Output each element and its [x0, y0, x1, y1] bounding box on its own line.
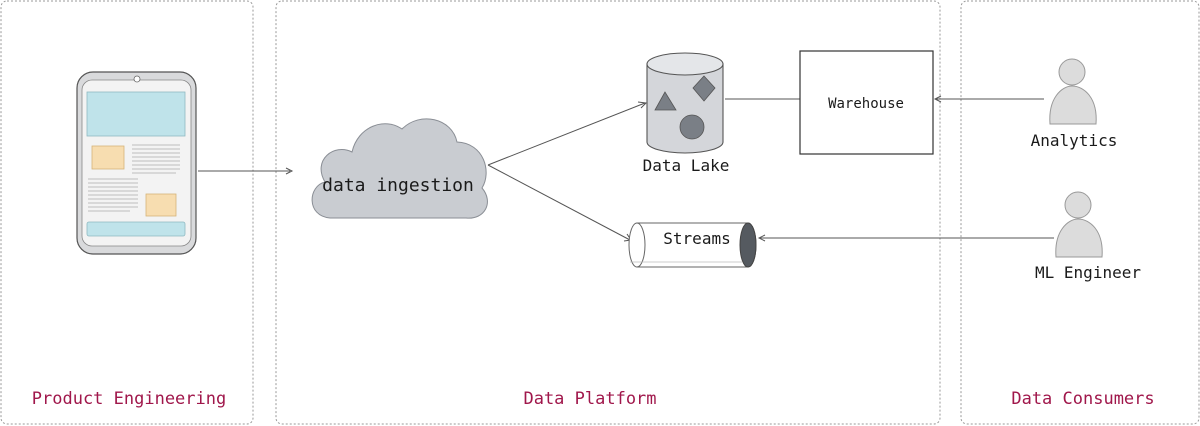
phone-text-lines [88, 144, 180, 212]
warehouse-box [799, 50, 934, 155]
arrow-ingestion-to-lake [487, 102, 646, 166]
arrow-head-ingestion [285, 167, 294, 175]
diamond-shape [692, 75, 716, 102]
phone-image-block [91, 145, 125, 170]
analytics-label: Analytics [1031, 131, 1118, 150]
circle-shape [679, 114, 705, 140]
phone-icon [76, 71, 197, 255]
arrow-head-lake [637, 101, 648, 109]
streams-label: Streams [663, 229, 730, 248]
arrow-ingestion-to-streams [487, 164, 631, 241]
cloud-icon [311, 118, 488, 219]
data-lake-label: Data Lake [643, 156, 730, 175]
section-title-data-platform: Data Platform [523, 389, 656, 409]
arrow-head-streams-right [757, 234, 766, 242]
user-icon [1049, 58, 1097, 125]
ingestion-label: data ingestion [322, 175, 474, 196]
database-icon [646, 52, 724, 154]
user-icon-ml [1055, 191, 1103, 258]
pipe-icon [628, 222, 757, 268]
ml-engineer-label: ML Engineer [1035, 263, 1141, 282]
phone-header-block [86, 91, 186, 137]
phone-image-block-2 [145, 193, 177, 217]
arrow-head-warehouse [933, 95, 942, 103]
phone-footer-block [86, 221, 186, 237]
section-title-data-consumers: Data Consumers [1011, 389, 1154, 409]
section-title-product-engineering: Product Engineering [32, 389, 226, 409]
triangle-shape [654, 91, 677, 111]
panel-data-platform [275, 0, 941, 425]
warehouse-label: Warehouse [828, 96, 904, 112]
